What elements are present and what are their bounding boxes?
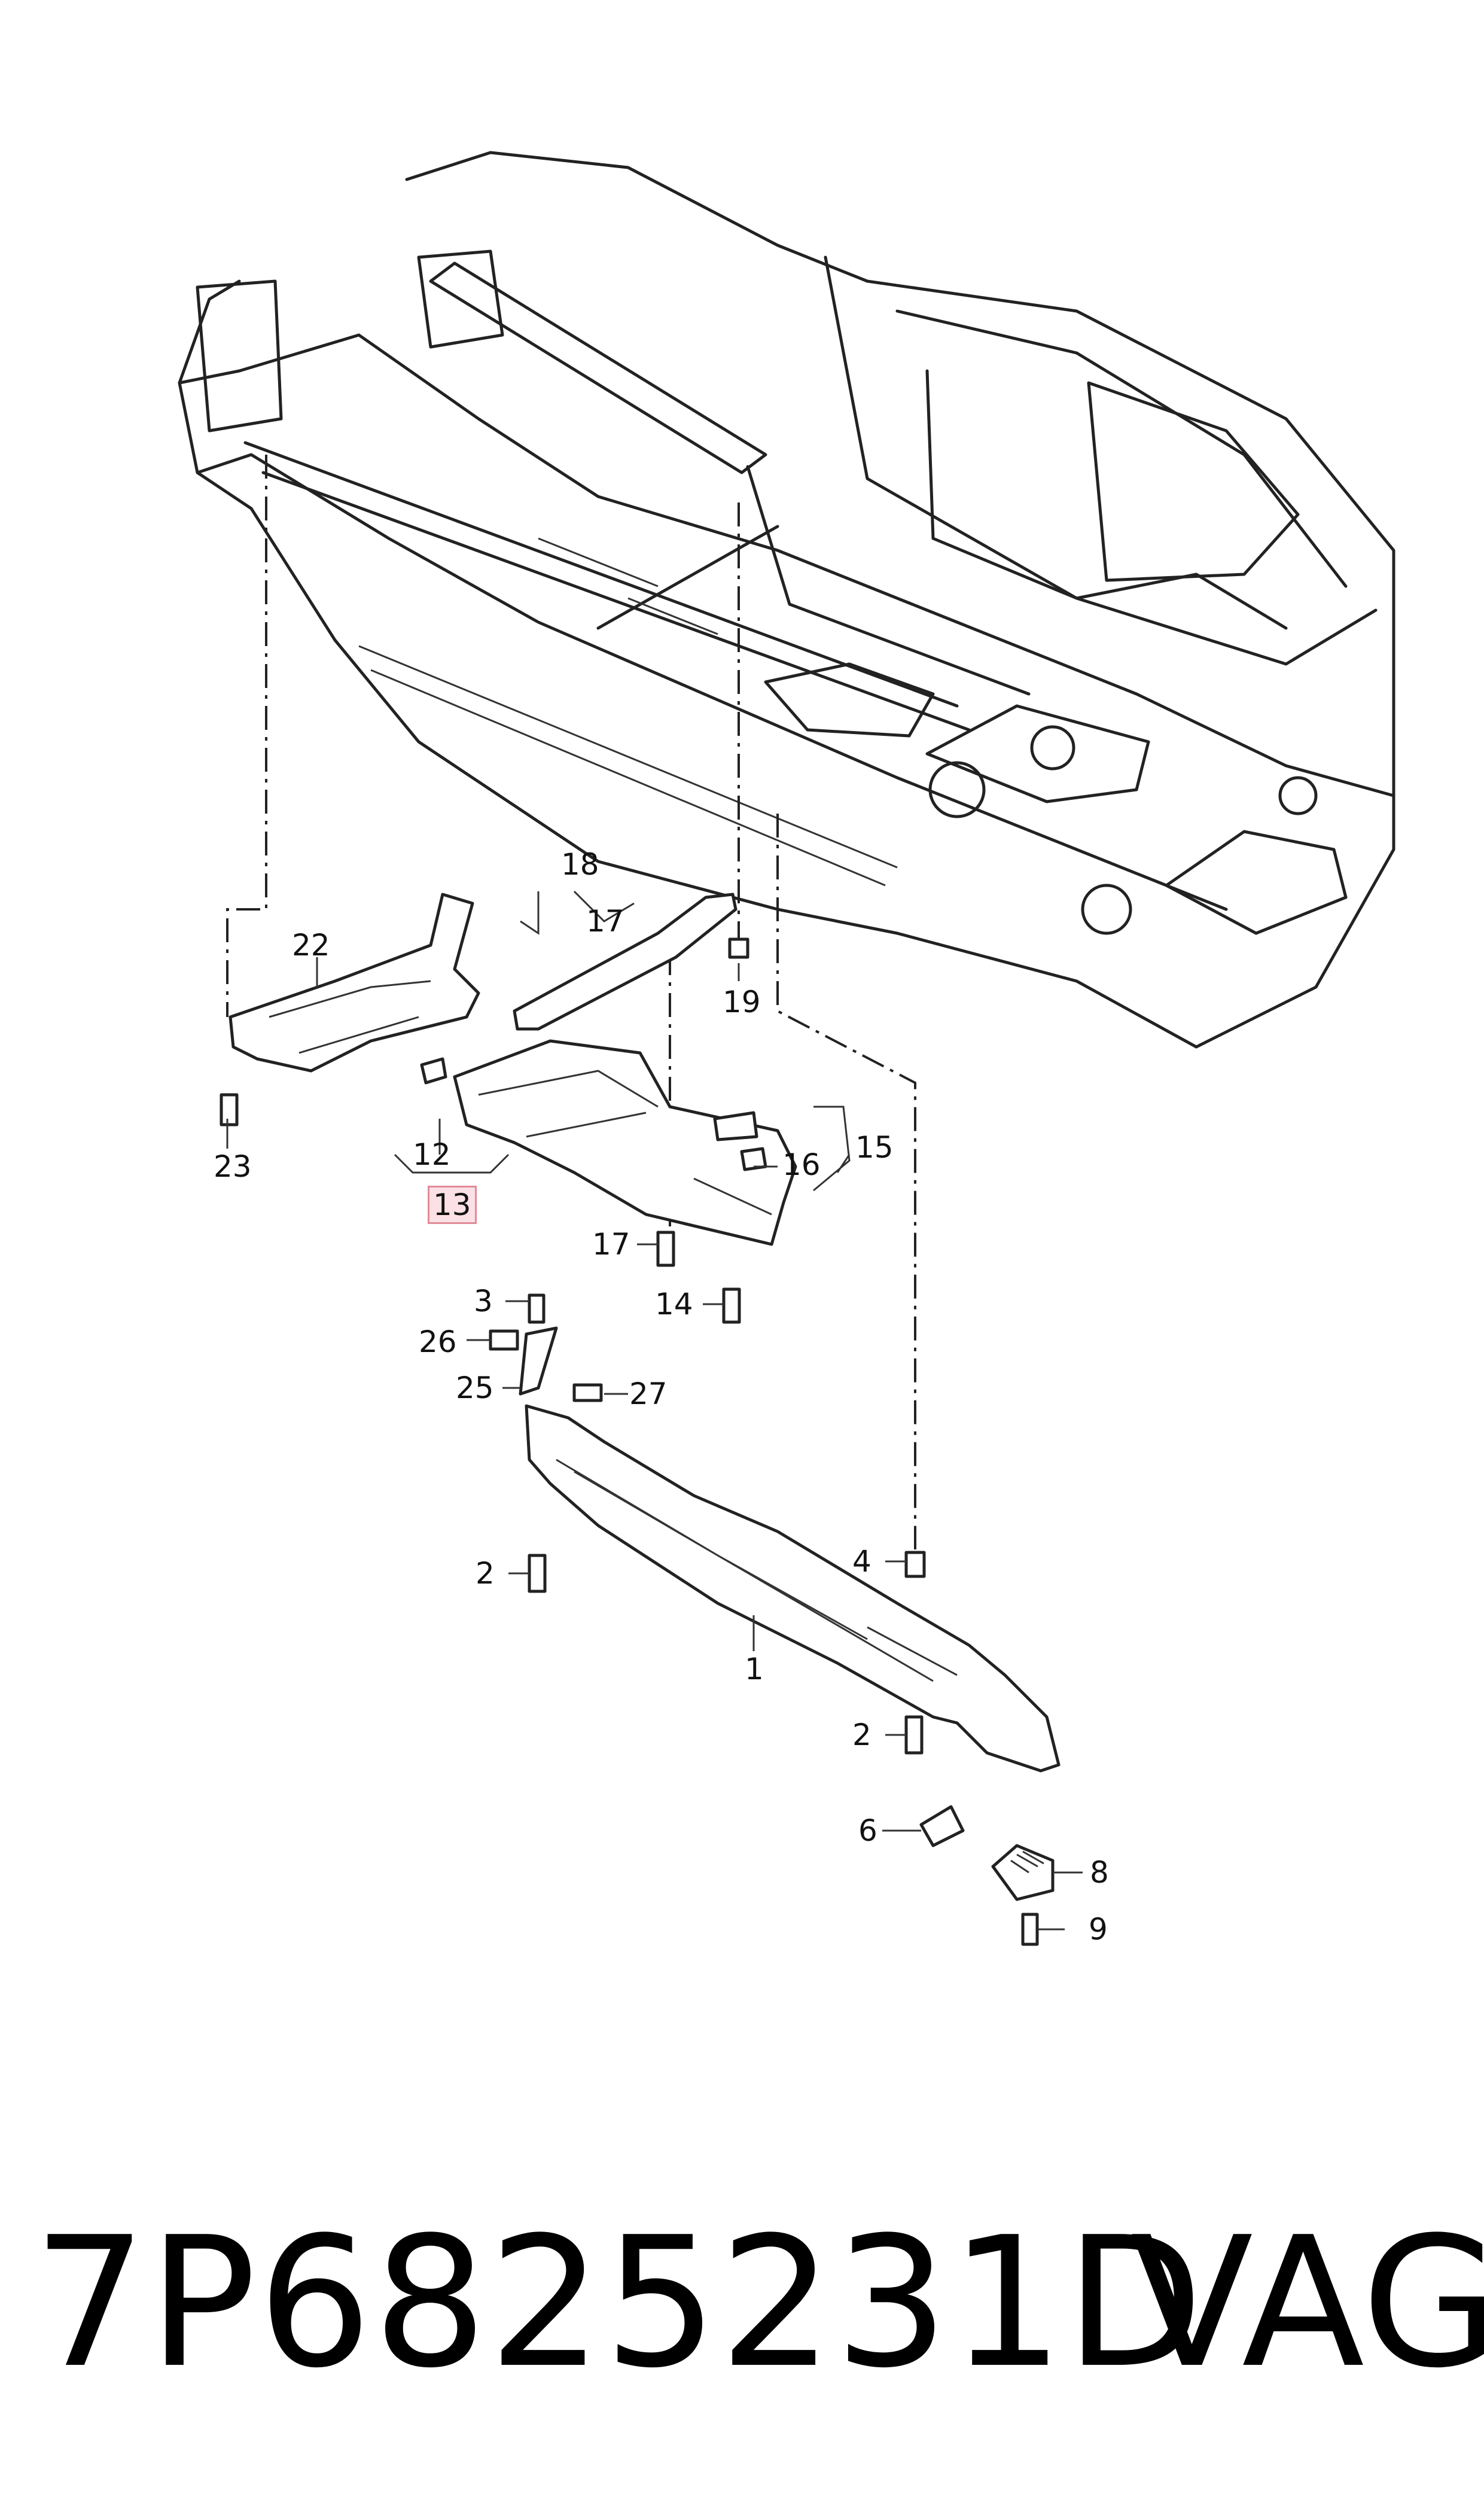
parts-diagram — [178, 151, 1395, 1946]
callout-1: 1 — [745, 1652, 764, 1686]
callout-16: 16 — [782, 1147, 821, 1182]
part-27-screw — [572, 1383, 603, 1402]
callout-9: 9 — [1089, 1912, 1108, 1947]
part-1-side-underbody-panel — [525, 1404, 1061, 1773]
callout-3: 3 — [474, 1284, 493, 1319]
part-2b-bolt — [904, 1715, 924, 1755]
part-26-nut — [489, 1329, 519, 1351]
callout-17-lower: 17 — [592, 1227, 630, 1262]
callout-2-right: 2 — [852, 1718, 871, 1752]
part-15-bracket — [713, 1111, 758, 1141]
callout-22: 22 — [292, 928, 330, 963]
callout-leaders — [226, 890, 1083, 1931]
callout-4: 4 — [852, 1544, 871, 1579]
callout-6: 6 — [858, 1813, 877, 1848]
callout-23: 23 — [214, 1149, 252, 1184]
part-18-rail — [513, 893, 738, 1031]
callout-17-upper: 17 — [586, 904, 624, 939]
callout-2-left: 2 — [476, 1556, 495, 1591]
part-22-front-underbody-cover — [228, 893, 480, 1073]
callout-8: 8 — [1090, 1855, 1109, 1890]
brand-label: VAG — [1130, 2199, 1484, 2407]
part-17-bolt — [656, 1231, 675, 1267]
leader-lines — [226, 455, 916, 1549]
part-13-middle-underbody-shield — [453, 1039, 797, 1246]
part-19-nut — [728, 937, 749, 959]
callout-12: 12 — [413, 1137, 451, 1172]
callout-15: 15 — [855, 1130, 894, 1165]
part-number: 7P6825231D — [33, 2199, 1205, 2407]
callout-27: 27 — [629, 1377, 668, 1411]
part-9-bolt — [1021, 1913, 1039, 1946]
callout-19: 19 — [723, 985, 761, 1019]
part-6-cap — [919, 1805, 965, 1847]
callout-14: 14 — [655, 1287, 693, 1322]
callout-18: 18 — [561, 847, 599, 882]
part-12-clip — [420, 1057, 447, 1085]
part-4-nut — [904, 1551, 926, 1578]
callout-13: 13 — [428, 1186, 477, 1224]
part-14-bolt — [722, 1287, 741, 1324]
part-25-bracket — [519, 1326, 558, 1396]
part-8-clip — [991, 1844, 1055, 1901]
callout-25: 25 — [456, 1371, 494, 1405]
part-2a-bolt — [528, 1554, 547, 1593]
vehicle-underbody — [178, 151, 1395, 1049]
callout-26: 26 — [419, 1325, 457, 1359]
part-23-bolt — [220, 1093, 239, 1126]
part-3-screw — [528, 1293, 546, 1324]
